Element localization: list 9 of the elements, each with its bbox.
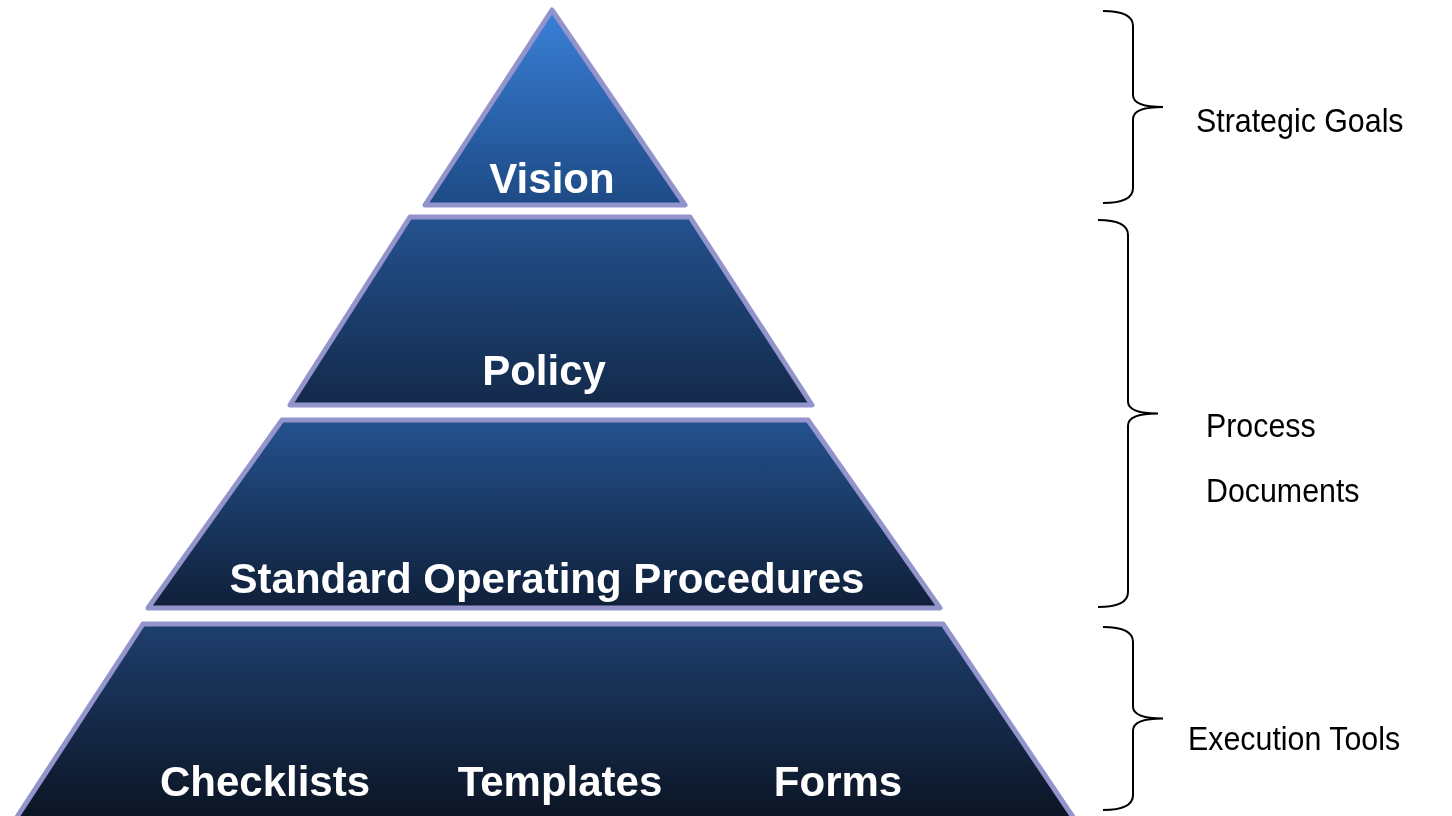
tier-label: Templates [457, 761, 663, 803]
tier-label: Forms [773, 761, 903, 803]
bracket-label: Execution Tools [1188, 719, 1402, 759]
bracket-label: Process Documents [1206, 406, 1361, 511]
tier-label: Standard Operating Procedures [229, 558, 865, 600]
tier-label: Checklists [159, 761, 371, 803]
bracket-label: Strategic Goals [1196, 101, 1405, 141]
tier-label: Policy [482, 350, 606, 392]
tier-label: Vision [489, 158, 615, 200]
